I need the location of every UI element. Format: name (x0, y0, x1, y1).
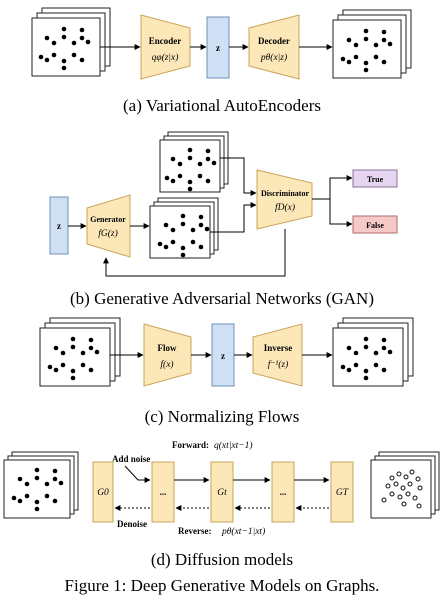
latent-z-block: z (206, 16, 230, 79)
reverse-label: Reverse: (178, 526, 211, 536)
node-gt: Gt (210, 461, 234, 523)
noise-points-icon (381, 469, 423, 509)
inverse-equation: f⁻¹(z) (268, 359, 289, 370)
arrow (220, 157, 257, 196)
node-gT: GT (330, 461, 354, 523)
diffusion-input-graph-stack (3, 451, 79, 519)
gan-latent-z-block: z (49, 196, 69, 255)
flow-latent-z-label: z (221, 351, 225, 361)
gan-real-graph-stack (159, 131, 229, 193)
figure-caption: Figure 1: Deep Generative Models on Grap… (65, 576, 380, 595)
vae-input-graph-stack (31, 7, 111, 77)
dots1-label: ... (160, 487, 167, 497)
discriminator-label: Discriminator (261, 189, 309, 198)
node-g0: G0 (92, 461, 114, 523)
gan-latent-z-label: z (57, 221, 61, 231)
vae-panel: Encoder qφ(z|x) z Decoder pθ(x|z) (a) Va… (31, 7, 412, 115)
inverse-block: Inverse f⁻¹(z) (252, 323, 303, 387)
decoder-equation: pθ(x|z) (260, 52, 287, 63)
diffusion-noise-graph-stack (370, 451, 440, 519)
forward-equation: q(xt|xt−1) (214, 440, 253, 451)
true-label: True (367, 175, 384, 184)
flow-block: Flow f(x) (143, 323, 192, 387)
diffusion-caption: (d) Diffusion models (151, 550, 293, 569)
true-output: True (352, 169, 398, 188)
gT-label: GT (336, 488, 349, 498)
latent-z-label: z (216, 43, 220, 53)
diffusion-panel: Forward: q(xt|xt−1) Add noise G0 ... Gt … (3, 440, 440, 569)
gt-label: Gt (217, 488, 227, 498)
gan-caption: (b) Generative Adversarial Networks (GAN… (70, 289, 374, 308)
discriminator-equation: fD(x) (275, 202, 295, 213)
gan-panel: z Generator fG(z) Discriminator fD(x) Tr… (49, 131, 398, 308)
feedback-arrow (103, 229, 286, 277)
arrow (312, 175, 353, 200)
flow-input-graph-stack (39, 317, 121, 387)
encoder-label: Encoder (149, 36, 182, 46)
false-label: False (366, 221, 384, 230)
arrow (312, 198, 353, 227)
vae-caption: (a) Variational AutoEncoders (123, 96, 321, 115)
false-output: False (352, 215, 398, 234)
denoise-label: Denoise (117, 519, 147, 529)
flow-caption: (c) Normalizing Flows (145, 407, 300, 426)
vae-output-graph-stack (332, 9, 412, 79)
decoder-block: Decoder pθ(x|z) (248, 14, 300, 80)
gan-generated-graph-stack (149, 197, 219, 259)
generator-equation: fG(z) (98, 228, 118, 239)
reverse-equation: pθ(xt−1|xt) (221, 526, 265, 537)
inverse-label: Inverse (264, 343, 293, 353)
flow-latent-z-block: z (211, 323, 235, 387)
dots2-label: ... (280, 487, 287, 497)
flow-equation: f(x) (160, 359, 173, 370)
discriminator-block: Discriminator fD(x) (256, 169, 313, 230)
generator-block: Generator fG(z) (86, 194, 131, 258)
node-dots-1: ... (151, 461, 175, 523)
encoder-equation: qφ(z|x) (152, 52, 179, 63)
g0-label: G0 (97, 488, 109, 498)
generator-label: Generator (90, 215, 126, 224)
flow-output-graph-stack (332, 317, 414, 387)
forward-label: Forward: (172, 440, 209, 450)
flow-panel: Flow f(x) z Inverse f⁻¹(z) (c) Normalizi… (39, 317, 414, 426)
encoder-block: Encoder qφ(z|x) (140, 14, 191, 80)
arrow (210, 202, 257, 233)
flow-label: Flow (158, 343, 177, 353)
add-noise-label: Add noise (112, 454, 150, 464)
arrow (124, 465, 151, 483)
decoder-label: Decoder (258, 36, 290, 46)
node-dots-2: ... (271, 461, 295, 523)
